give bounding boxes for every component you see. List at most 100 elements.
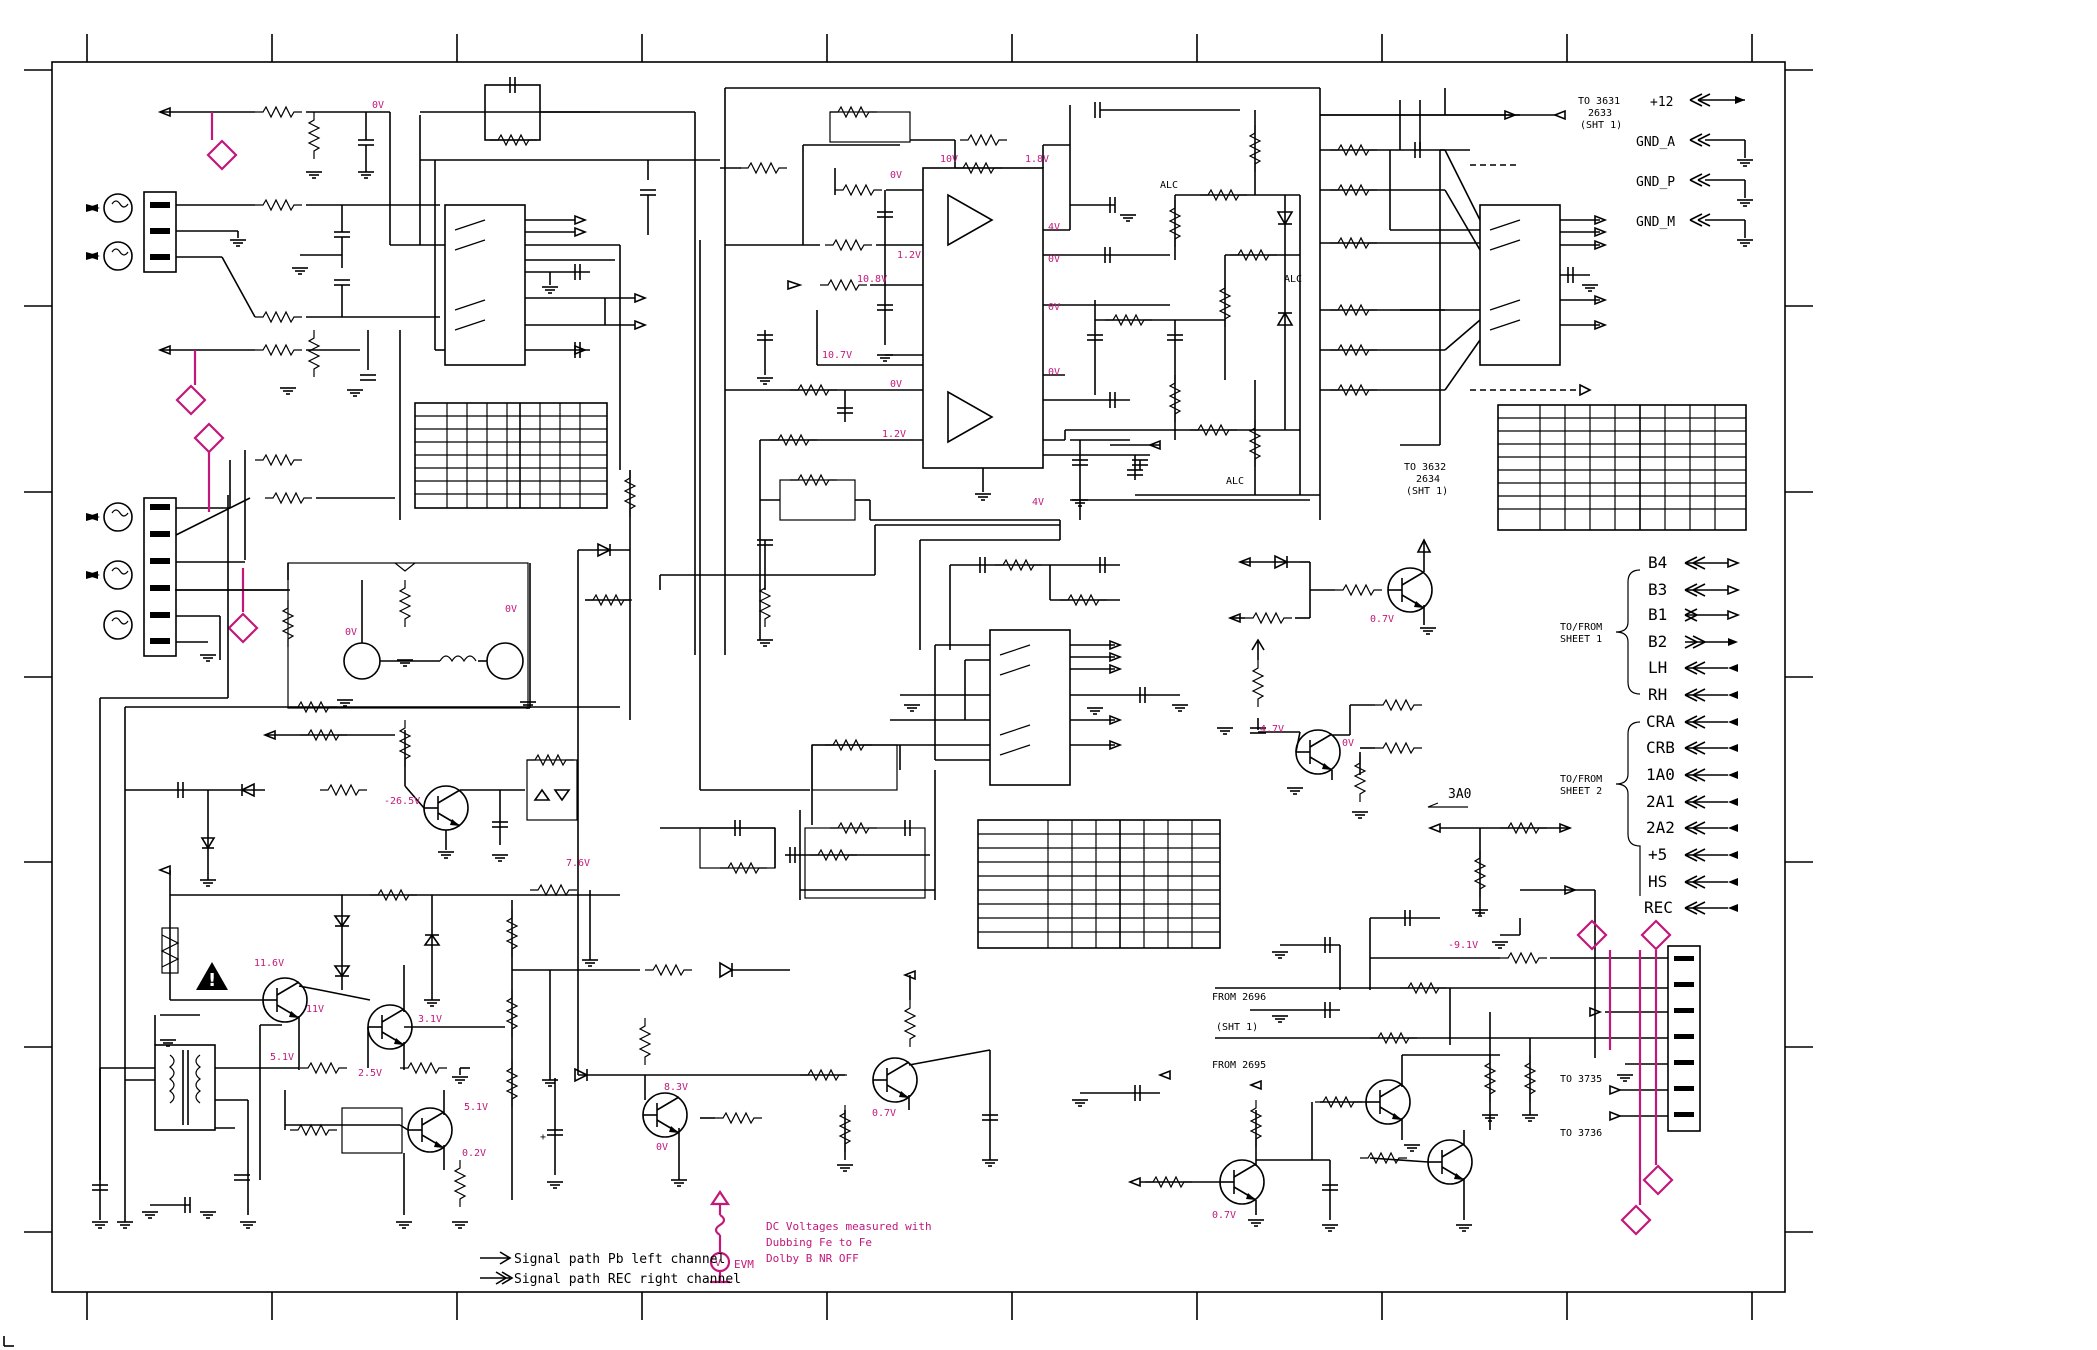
voltage-label: 0.7V <box>1370 614 1394 625</box>
measurement-note: DC Voltages measured with Dubbing Fe to … <box>734 1220 932 1271</box>
legend-rec-right: Signal path REC right channel <box>514 1272 741 1287</box>
ref-tofrom-sheet1: TO/FROM <box>1560 622 1602 633</box>
ref-tofrom-sheet2: TO/FROM <box>1560 774 1602 785</box>
ref-tofrom-sheet2-b: SHEET 2 <box>1560 786 1602 797</box>
signal-label: LH <box>1648 658 1667 677</box>
alc-label: ALC <box>1160 180 1178 191</box>
opamp-ic <box>922 167 1044 501</box>
magenta-markers-right <box>1576 919 1674 1236</box>
bottom-right-connector <box>1129 885 1701 1232</box>
ref-to-3632: TO 3632 <box>1404 462 1446 473</box>
transformer <box>91 1014 400 1229</box>
lower-transistor-stage: + <box>289 1078 564 1229</box>
signal-label: +5 <box>1648 845 1667 864</box>
voltage-label: 0V <box>1342 738 1354 749</box>
alc-network <box>1065 110 1320 496</box>
ref-to-3631-c: (SHT 1) <box>1580 120 1622 131</box>
signal-label: REC <box>1644 898 1673 917</box>
label-gnd-p: GND_P <box>1636 175 1675 190</box>
alc-label: ALC <box>1284 274 1302 285</box>
ref-to-3632-b: 2634 <box>1416 474 1440 485</box>
svg-text:!: ! <box>208 970 216 991</box>
signal-label: CRA <box>1646 712 1675 731</box>
ref-to-3631: TO 3631 <box>1578 96 1620 107</box>
voltage-label: 0.7V <box>872 1108 896 1119</box>
connector-rec-head <box>86 329 401 662</box>
voltage-label: 7.6V <box>566 858 590 869</box>
alc-label: ALC <box>1226 476 1244 487</box>
voltage-label: 0.7V <box>1212 1210 1236 1221</box>
signal-label: B3 <box>1648 580 1667 599</box>
misc-ground-stub <box>1071 1070 1171 1107</box>
signal-label: 2A2 <box>1646 818 1675 837</box>
fet-stage <box>175 562 537 709</box>
ref-to-3735: TO 3735 <box>1560 1074 1602 1085</box>
signal-label: RH <box>1648 685 1667 704</box>
connector-pb-head <box>86 191 440 323</box>
legend: Signal path Pb left channel Signal path … <box>514 1252 741 1287</box>
opamp-wiring <box>724 87 1320 655</box>
ref-to-3736: TO 3736 <box>1560 1128 1602 1139</box>
alc-labels: ALC ALC ALC <box>1160 180 1302 487</box>
ref-from-2696: FROM 2696 <box>1212 992 1266 1003</box>
voltage-label: 0V <box>505 604 517 615</box>
label-gnd-a: GND_A <box>1636 135 1675 150</box>
signal-arrows-right <box>1615 556 1741 915</box>
voltage-label: 0V <box>1048 367 1060 378</box>
voltage-label: 1.8V <box>1025 154 1049 165</box>
voltage-label: 10.7V <box>822 350 852 361</box>
voltage-label: 4.7V <box>1260 724 1284 735</box>
svg-text:V: V <box>715 1258 721 1269</box>
voltage-label: 4V <box>1048 222 1060 233</box>
frame-ticks <box>3 34 1813 1347</box>
voltage-label: -26.5V <box>384 796 420 807</box>
voltage-label: 10V <box>940 154 958 165</box>
signal-label: HS <box>1648 872 1667 891</box>
signal-label: B2 <box>1648 632 1667 651</box>
signal-label: 2A1 <box>1646 792 1675 811</box>
voltage-label: 0V <box>890 379 902 390</box>
voltage-label: 4V <box>1032 497 1044 508</box>
top-left-input-section <box>159 106 391 245</box>
voltage-label: 0V <box>656 1142 668 1153</box>
data-table-middle <box>977 819 1221 949</box>
frame-border <box>51 61 1786 1293</box>
data-table-right <box>1497 404 1747 531</box>
ref-to-3632-c: (SHT 1) <box>1406 486 1448 497</box>
legend-symbols: V <box>480 1190 731 1285</box>
signal-label: B4 <box>1648 553 1667 572</box>
ref-to-3631-b: 2633 <box>1588 108 1612 119</box>
voltage-label: 0V <box>890 170 902 181</box>
voltage-label: 0.2V <box>462 1148 486 1159</box>
voltage-labels: 0V 10V 1.8V 0V 1.2V 10.8V 10.7V 0V 1.2V … <box>254 100 1478 1221</box>
note-line2: Dubbing Fe to Fe <box>766 1236 872 1249</box>
middle-diode-network <box>574 400 999 1187</box>
voltage-label: 11V <box>306 1004 324 1015</box>
voltage-label: 11.6V <box>254 958 284 969</box>
voltage-label: 3.1V <box>418 1014 442 1025</box>
test-point-marker <box>206 139 238 171</box>
voltage-label: 2.5V <box>358 1068 382 1079</box>
switch-block-right <box>1319 88 1606 520</box>
svg-text:+: + <box>540 1132 546 1143</box>
ref-3a0: 3A0 <box>1448 787 1471 802</box>
voltage-label: 0V <box>345 627 357 638</box>
voltage-label: 0V <box>1048 302 1060 313</box>
ref-from-2695: FROM 2695 <box>1212 1060 1266 1071</box>
note-line3: Dolby B NR OFF <box>766 1252 859 1265</box>
label-gnd-m: GND_M <box>1636 215 1675 230</box>
voltage-label: 1.2V <box>897 250 921 261</box>
ref-tofrom-sheet1-b: SHEET 1 <box>1560 634 1602 645</box>
signal-label: 1A0 <box>1646 765 1675 784</box>
right-transistor-network <box>1216 538 1437 819</box>
voltage-label: 5.1V <box>464 1102 488 1113</box>
voltage-label: 10.8V <box>857 274 887 285</box>
signal-label: B1 <box>1648 605 1667 624</box>
power-terminals <box>1689 93 1754 247</box>
signal-label: CRB <box>1646 738 1675 757</box>
note-line1: DC Voltages measured with <box>766 1220 932 1233</box>
signal-labels: B4 B3 B1 B2 LH RH CRA CRB 1A0 2A1 2A2 +5… <box>1644 553 1675 917</box>
voltage-label: 1.2V <box>882 429 906 440</box>
label-plus12: +12 <box>1650 95 1673 110</box>
